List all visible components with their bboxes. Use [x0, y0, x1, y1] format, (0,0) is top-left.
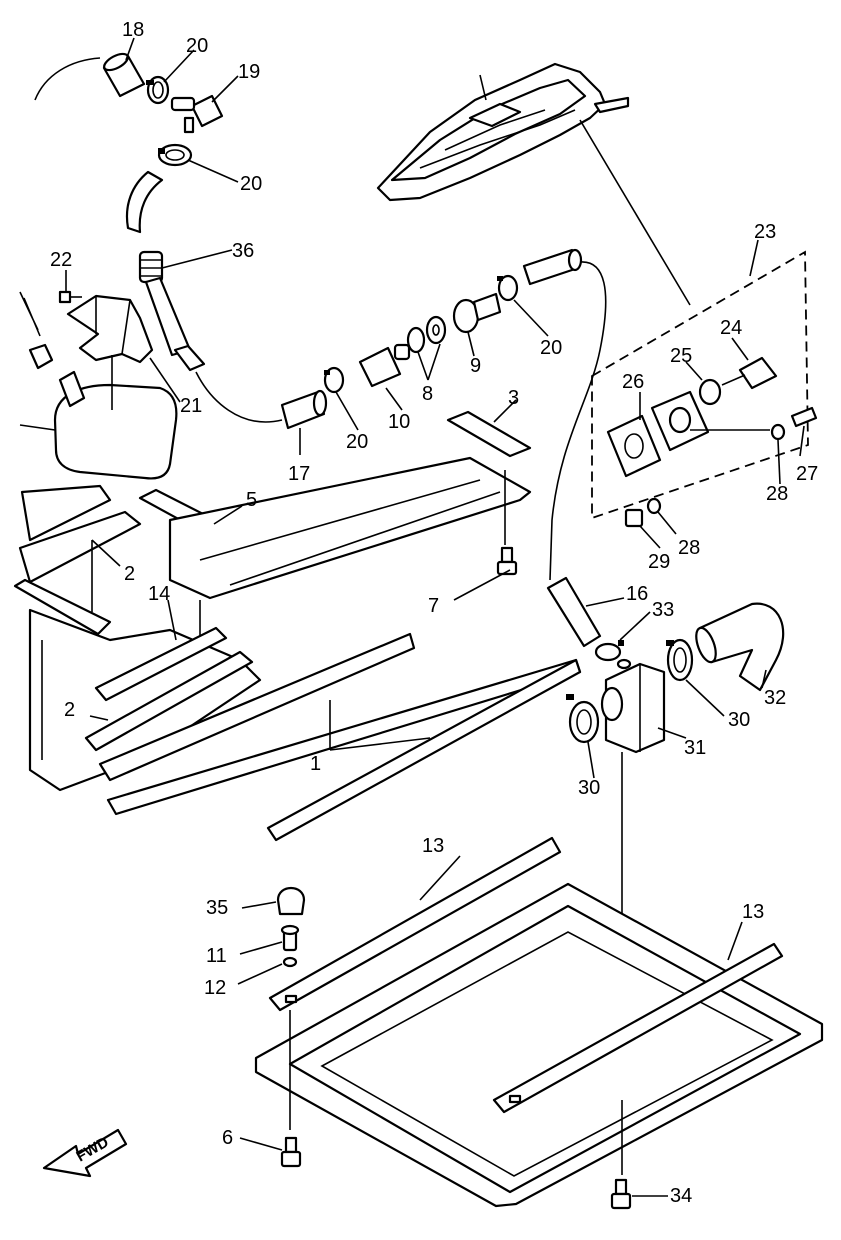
part-hose-bend	[125, 170, 164, 234]
label-27: 27	[796, 463, 818, 485]
label-18: 18	[122, 19, 144, 41]
label-3: 3	[508, 387, 519, 409]
label-2-upper: 2	[124, 563, 135, 585]
label-28-right: 28	[766, 483, 788, 505]
tank-and-bracket-group	[19, 290, 178, 480]
part-12-washer	[282, 956, 298, 968]
part-21-bracket	[66, 294, 154, 364]
part-33-clamp	[594, 640, 624, 662]
part-23-assembly-box	[591, 250, 818, 528]
part-19-fitting	[170, 94, 224, 134]
label-19: 19	[238, 61, 260, 83]
part-22-bolt	[58, 290, 82, 304]
label-21: 21	[180, 395, 202, 417]
label-20-mid: 20	[240, 173, 262, 195]
label-2-lower: 2	[64, 699, 75, 721]
part-7-bolt	[496, 546, 518, 576]
label-36: 36	[232, 240, 254, 262]
part-31-fitting	[600, 658, 666, 754]
leader-lines	[65, 37, 805, 1197]
part-35-cap	[276, 886, 306, 916]
part-20-clamp-lower	[323, 366, 345, 394]
part-17-hose-piece	[280, 389, 328, 430]
part-32-elbow	[695, 602, 785, 692]
part-hose-long	[144, 276, 283, 423]
label-6: 6	[222, 1127, 233, 1149]
label-5: 5	[246, 489, 257, 511]
part-28-washer-upper	[770, 423, 786, 441]
part-18-hose-end	[102, 52, 146, 98]
tank	[19, 355, 178, 480]
part-10-fitting	[358, 343, 411, 388]
label-26: 26	[622, 371, 644, 393]
label-11: 11	[206, 945, 227, 967]
label-1: 1	[310, 753, 321, 775]
label-13-left: 13	[422, 835, 444, 857]
part-20-clamp-top	[146, 75, 170, 105]
label-28-left: 28	[678, 537, 700, 559]
part-30-clamp-right	[666, 638, 694, 682]
label-20-top: 20	[186, 35, 208, 57]
part-34-bolt	[610, 1178, 632, 1210]
label-10: 10	[388, 411, 410, 433]
label-17: 17	[288, 463, 310, 485]
part-6-bolt	[280, 1136, 302, 1168]
label-29: 29	[648, 551, 670, 573]
part-9-fitting	[452, 292, 502, 334]
label-32: 32	[764, 687, 786, 709]
outlet-group	[546, 576, 785, 1060]
part-plate	[650, 390, 710, 452]
part-29-nut	[624, 508, 644, 528]
part-8-washers	[406, 315, 447, 354]
label-7: 7	[428, 595, 439, 617]
part-13-rail-left	[268, 836, 562, 1012]
part-25-oring	[698, 378, 722, 406]
label-35: 35	[206, 897, 228, 919]
rails-and-frame-group	[13, 410, 582, 842]
part-30-clamp-left	[566, 694, 600, 744]
label-20-lower: 20	[346, 431, 368, 453]
label-9: 9	[470, 355, 481, 377]
label-13-right: 13	[742, 901, 764, 923]
label-20-upper: 20	[540, 337, 562, 359]
fwd-arrow: FWD	[42, 1128, 128, 1178]
label-33: 33	[652, 599, 674, 621]
part-20-clamp-mid	[157, 143, 193, 167]
part-13-rail-right	[492, 942, 784, 1114]
fitting-chain-group	[323, 248, 607, 581]
label-31: 31	[684, 737, 706, 759]
label-24: 24	[720, 317, 742, 339]
part-11-stud	[280, 924, 300, 952]
label-12: 12	[204, 977, 226, 999]
label-16: 16	[626, 583, 648, 605]
part-24-sensor	[721, 356, 778, 390]
label-14: 14	[148, 583, 170, 605]
label-8: 8	[422, 383, 433, 405]
part-26-gasket	[606, 414, 662, 478]
bottom-plate-group	[254, 836, 824, 1210]
label-22: 22	[50, 249, 72, 271]
watercraft-hull-drawing	[376, 62, 691, 306]
hose-and-fittings-group	[34, 52, 328, 430]
part-27-screw	[790, 406, 818, 428]
part-28-washer-lower	[646, 497, 662, 515]
label-25: 25	[670, 345, 692, 367]
label-23: 23	[754, 221, 776, 243]
label-30-right: 30	[728, 709, 750, 731]
part-labels: 18 20 19 20 36 22 21 17 20 10 8 9 20 23 …	[50, 19, 818, 1207]
label-34: 34	[670, 1185, 692, 1207]
part-20-clamp-upper	[497, 274, 519, 302]
label-30-left: 30	[578, 777, 600, 799]
